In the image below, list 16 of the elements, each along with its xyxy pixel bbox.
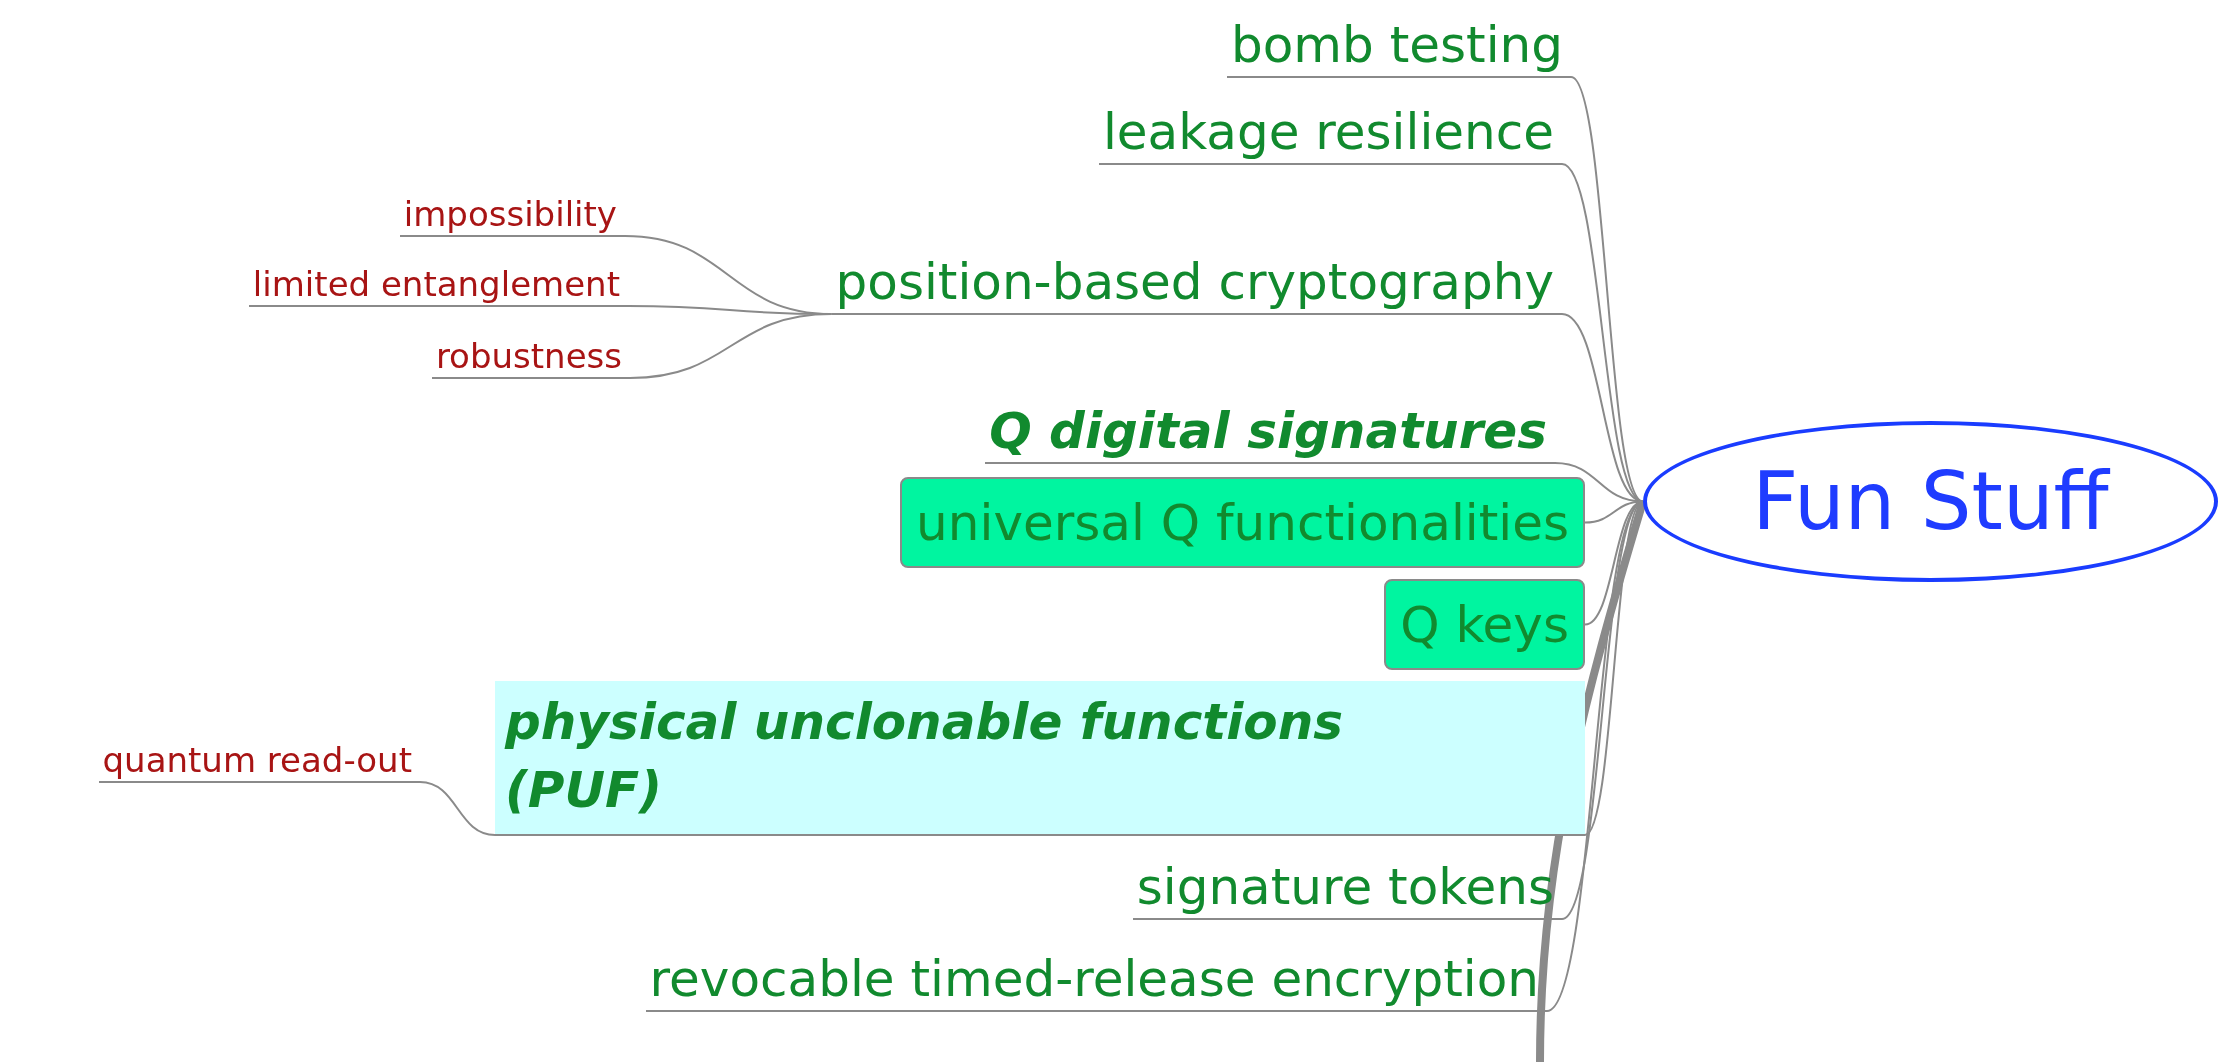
branch-line: [629, 313, 833, 379]
topic-label: position-based cryptography: [831, 250, 1562, 315]
topic-label: bomb testing: [1227, 13, 1571, 78]
highlighted-topic-box: physical unclonable functions (PUF): [495, 681, 1585, 836]
topic-label: signature tokens: [1132, 855, 1562, 920]
branch-line: [419, 781, 496, 836]
subtopic-label: impossibility: [399, 192, 625, 237]
subtopic-label: quantum read-out: [98, 738, 420, 783]
subtopic-label: robustness: [431, 334, 630, 379]
topic-box: universal Q functionalities: [900, 477, 1585, 568]
topic-ellipse: Fun Stuff: [1643, 421, 2218, 582]
topic-label: Q digital signatures: [985, 399, 1555, 464]
subtopic-label: limited entanglement: [248, 262, 628, 307]
topic-box: Q keys: [1384, 579, 1585, 670]
topic-label: leakage resilience: [1098, 100, 1562, 165]
topic-label: revocable timed-release encryption: [645, 947, 1547, 1012]
